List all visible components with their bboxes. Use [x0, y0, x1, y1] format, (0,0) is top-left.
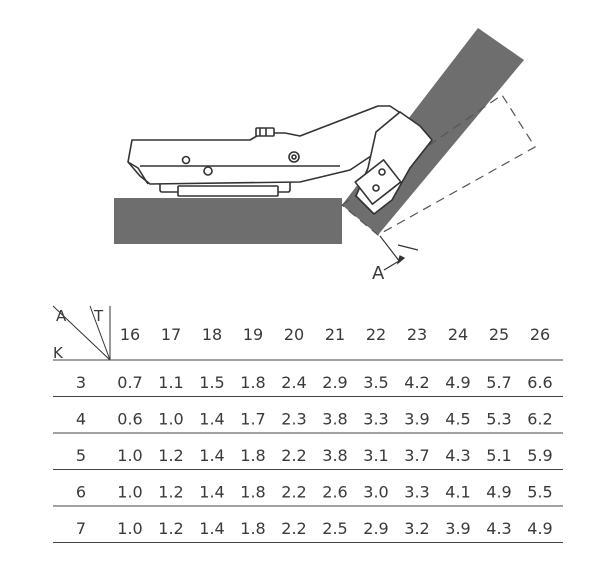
table-cell: 2.3	[281, 410, 306, 429]
table-cell: 5.5	[527, 483, 552, 502]
table-cell: 0.7	[117, 373, 142, 392]
table-cell: 1.4	[199, 410, 224, 429]
column-header-16: 16	[120, 325, 140, 344]
table-cell: 1.0	[158, 410, 183, 429]
table-cell: 3.9	[404, 410, 429, 429]
table-cell: 4.2	[404, 373, 429, 392]
table-lines	[53, 359, 563, 543]
table-cell: 0.6	[117, 410, 142, 429]
table-cell: 3.2	[404, 519, 429, 538]
table-cell: 1.2	[158, 446, 183, 465]
table-cell: 1.0	[117, 446, 142, 465]
table-row: 4 0.6 1.0 1.4 1.7 2.3 3.8 3.3 3.9 4.5 5.3 6.2	[76, 410, 553, 429]
table-cell: 1.8	[240, 446, 265, 465]
table-cell: 1.8	[240, 373, 265, 392]
row-label-k: 6	[76, 483, 86, 502]
table-cell: 1.8	[240, 519, 265, 538]
header-label-a: A	[56, 307, 67, 325]
table-cell: 1.7	[240, 410, 265, 429]
table-cell: 3.3	[404, 483, 429, 502]
table-cell: 1.8	[240, 483, 265, 502]
door-closed-outline	[341, 94, 536, 236]
table-cell: 4.9	[527, 519, 552, 538]
table-cell: 2.5	[322, 519, 347, 538]
dimension-a-label: A	[372, 263, 385, 284]
table-cell: 4.5	[445, 410, 470, 429]
row-label-k: 4	[76, 410, 86, 429]
table-cell: 2.9	[363, 519, 388, 538]
column-header-24: 24	[448, 325, 468, 344]
row-label-k: 5	[76, 446, 86, 465]
table-cell: 5.1	[486, 446, 511, 465]
table-row: 6 1.0 1.2 1.4 1.8 2.2 2.6 3.0 3.3 4.1 4.9 5.5	[76, 483, 553, 502]
column-header-18: 18	[202, 325, 222, 344]
table-cell: 4.3	[445, 446, 470, 465]
column-header-20: 20	[284, 325, 304, 344]
table-cell: 4.1	[445, 483, 470, 502]
table-cell: 5.7	[486, 373, 511, 392]
table-row: 7 1.0 1.2 1.4 1.8 2.2 2.5 2.9 3.2 3.9 4.3 4.9	[76, 519, 553, 538]
header-diagonal-1	[52, 305, 111, 361]
table-cell: 5.3	[486, 410, 511, 429]
hinge-arm	[127, 105, 433, 215]
header-diagonal-2	[89, 305, 111, 361]
table-cell: 2.2	[281, 483, 306, 502]
table-cell: 3.8	[322, 446, 347, 465]
row-label-k: 7	[76, 519, 86, 538]
overlay-table: A T K 16 17 18 19 20 21 22 23 24 25 26 3 0.7 1.1 1.5 1…	[52, 305, 563, 543]
table-cell: 4.3	[486, 519, 511, 538]
column-header-23: 23	[407, 325, 427, 344]
table-cell: 1.2	[158, 519, 183, 538]
table-cell: 3.1	[363, 446, 388, 465]
table-cell: 1.4	[199, 519, 224, 538]
column-header-22: 22	[366, 325, 386, 344]
table-cell: 3.3	[363, 410, 388, 429]
table-row: 5 1.0 1.2 1.4 1.8 2.2 3.8 3.1 3.7 4.3 5.1 5.9	[76, 446, 553, 465]
hinge-diagram: A	[114, 28, 536, 284]
column-header-19: 19	[243, 325, 263, 344]
row-label-k: 3	[76, 373, 86, 392]
table-cell: 1.0	[117, 519, 142, 538]
table-cell: 2.9	[322, 373, 347, 392]
table-cell: 1.1	[158, 373, 183, 392]
cabinet-panel	[114, 198, 342, 244]
table-cell: 2.2	[281, 519, 306, 538]
table-cell: 5.9	[527, 446, 552, 465]
table-cell: 1.4	[199, 446, 224, 465]
table-rows: 3 0.7 1.1 1.5 1.8 2.4 2.9 3.5 4.2 4.9 5.7 6.6 4 0.6 1.…	[76, 373, 553, 538]
table-cell: 2.4	[281, 373, 306, 392]
table-cell: 1.0	[117, 483, 142, 502]
table-cell: 4.9	[445, 373, 470, 392]
table-cell: 3.5	[363, 373, 388, 392]
table-cell: 3.7	[404, 446, 429, 465]
table-cell: 3.0	[363, 483, 388, 502]
header-label-k: K	[53, 344, 64, 362]
table-cell: 3.8	[322, 410, 347, 429]
column-header-25: 25	[489, 325, 509, 344]
table-cell: 1.4	[199, 483, 224, 502]
table-cell: 4.9	[486, 483, 511, 502]
table-row: 3 0.7 1.1 1.5 1.8 2.4 2.9 3.5 4.2 4.9 5.7 6.6	[76, 373, 553, 392]
table-cell: 3.9	[445, 519, 470, 538]
dimension-a	[379, 235, 419, 271]
table-cell: 6.2	[527, 410, 552, 429]
table-cell: 2.2	[281, 446, 306, 465]
column-header-17: 17	[161, 325, 181, 344]
column-header-26: 26	[530, 325, 550, 344]
header-label-t: T	[93, 307, 104, 325]
table-cell: 2.6	[322, 483, 347, 502]
column-header-21: 21	[325, 325, 345, 344]
table-cell: 6.6	[527, 373, 552, 392]
table-cell: 1.2	[158, 483, 183, 502]
table-cell: 1.5	[199, 373, 224, 392]
column-headers: 16 17 18 19 20 21 22 23 24 25 26	[120, 325, 550, 344]
